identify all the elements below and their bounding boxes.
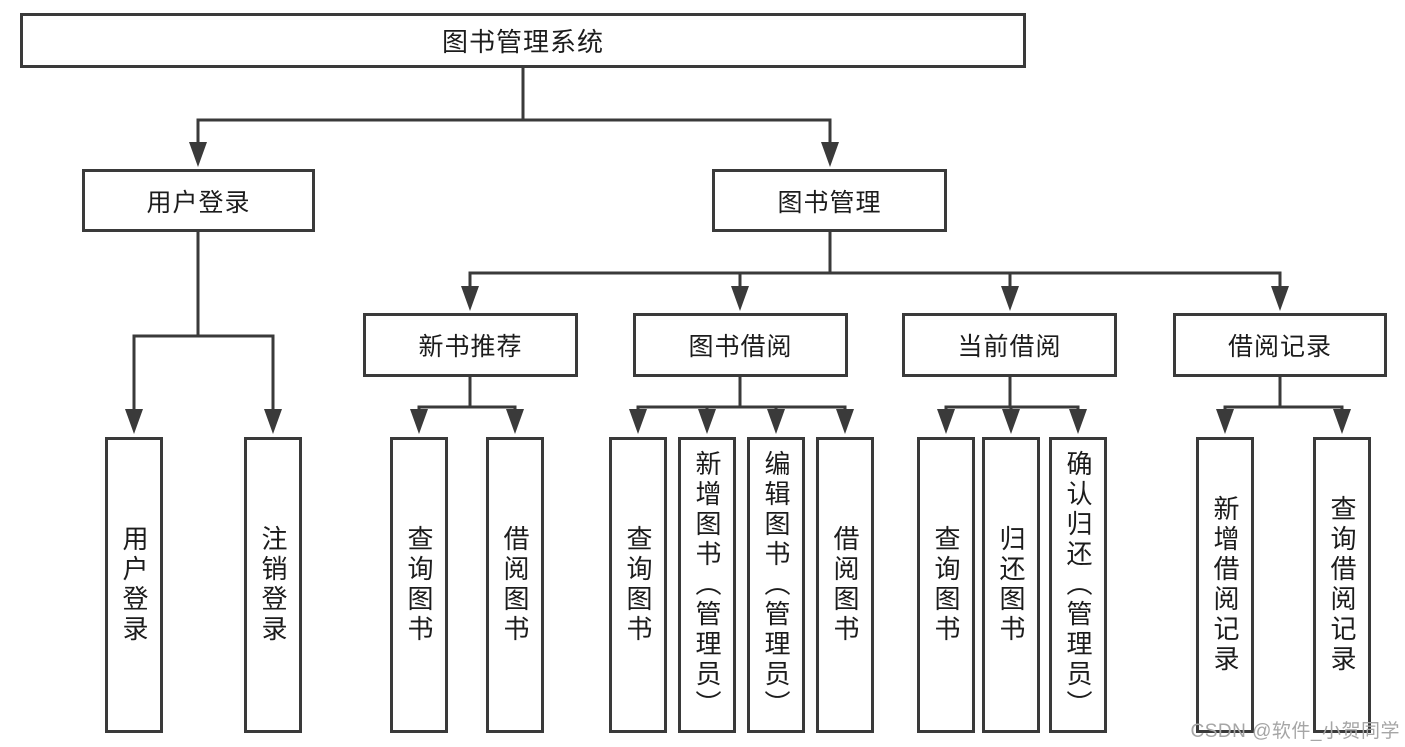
arrowheads: [125, 142, 1351, 434]
node-borrow-book: 借阅图书: [816, 437, 874, 733]
node-new-book-recommend: 新书推荐: [363, 313, 578, 377]
node-user-login-action: 用户登录: [105, 437, 163, 733]
node-add-borrow-record: 新增借阅记录: [1196, 437, 1254, 733]
node-borrow-book-recommend: 借阅图书: [486, 437, 544, 733]
node-return-book: 归还图书: [982, 437, 1040, 733]
node-borrow-record: 借阅记录: [1173, 313, 1387, 377]
node-query-book-recommend: 查询图书: [390, 437, 448, 733]
node-user-login: 用户登录: [82, 169, 315, 232]
node-logout-action: 注销登录: [244, 437, 302, 733]
node-book-borrow: 图书借阅: [633, 313, 848, 377]
node-current-borrow: 当前借阅: [902, 313, 1117, 377]
node-query-book-borrow: 查询图书: [609, 437, 667, 733]
node-add-book-admin: 新增图书（管理员）: [678, 437, 736, 733]
node-query-book-current: 查询图书: [917, 437, 975, 733]
node-book-management: 图书管理: [712, 169, 947, 232]
node-confirm-return-admin: 确认归还（管理员）: [1049, 437, 1107, 733]
csdn-watermark: CSDN @软件_小贺同学: [1190, 721, 1400, 742]
node-edit-book-admin: 编辑图书（管理员）: [747, 437, 805, 733]
node-query-borrow-record: 查询借阅记录: [1313, 437, 1371, 733]
node-library-management-system: 图书管理系统: [20, 13, 1026, 68]
